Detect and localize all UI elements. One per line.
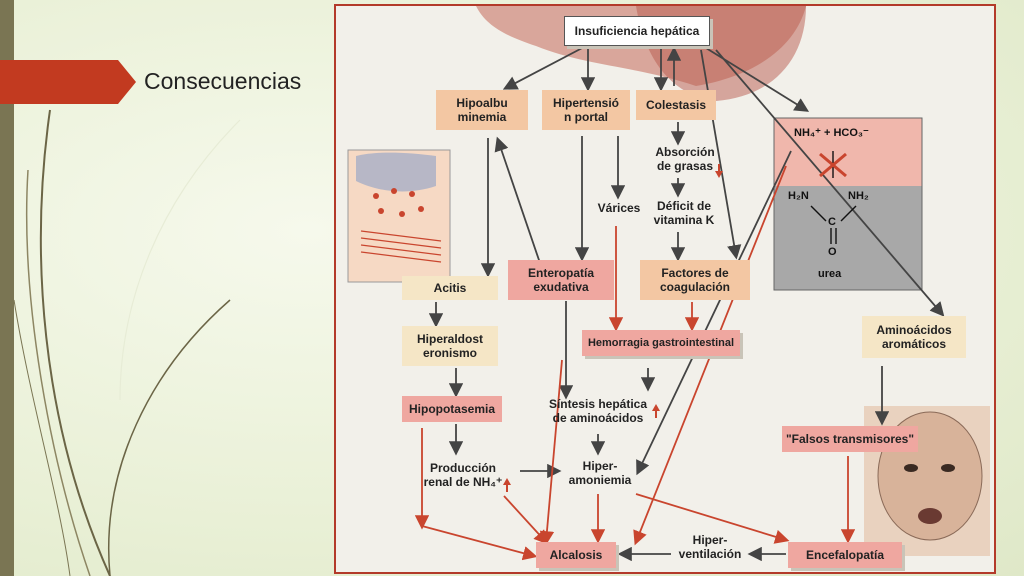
node-deficit-vitamina-k: Déficit de vitamina K bbox=[642, 196, 726, 230]
node-alcalosis: Alcalosis bbox=[536, 542, 616, 568]
node-label: Producción bbox=[429, 461, 496, 475]
node-colestasis: Colestasis bbox=[636, 90, 716, 120]
node-label: eronismo bbox=[422, 346, 477, 360]
node-label: de aminoácidos bbox=[552, 411, 644, 425]
diagram-frame: Insuficiencia hepática Hipoalbu minemia … bbox=[334, 4, 996, 574]
node-produccion-renal-nh4: Producción renal de NH₄⁺ bbox=[422, 456, 504, 494]
urea-carbon: C bbox=[828, 216, 836, 228]
node-label: Síntesis hepática bbox=[548, 397, 648, 411]
node-label: exudativa bbox=[533, 280, 589, 294]
node-sintesis-aminoacidos: Síntesis hepática de aminoácidos bbox=[542, 392, 654, 430]
left-accent-strip bbox=[0, 0, 14, 576]
node-label: Hiperaldost bbox=[416, 332, 483, 346]
node-label: de grasas bbox=[656, 159, 714, 173]
node-label: Hiper- bbox=[692, 533, 728, 547]
urea-h2n: H₂N bbox=[788, 190, 809, 202]
node-hipertension-portal: Hipertensió n portal bbox=[542, 90, 630, 130]
node-aminoacidos-aromaticos: Aminoácidos aromáticos bbox=[862, 316, 966, 358]
urea-nh2: NH₂ bbox=[848, 190, 869, 202]
cross-mark bbox=[819, 152, 847, 178]
node-label: vitamina K bbox=[653, 213, 715, 227]
increase-indicators bbox=[503, 404, 660, 492]
node-label: Absorción bbox=[655, 145, 715, 159]
node-label: Hipertensió bbox=[552, 96, 619, 110]
node-label: n portal bbox=[564, 110, 608, 124]
urea-reactants: NH₄⁺ + HCO₃⁻ bbox=[794, 127, 869, 139]
node-hipoalbuminemia: Hipoalbu minemia bbox=[436, 90, 528, 130]
page-title: Consecuencias bbox=[144, 68, 302, 94]
node-hiperaldosteronismo: Hiperaldost eronismo bbox=[402, 326, 498, 366]
node-label: Hipoalbu bbox=[456, 96, 508, 110]
node-absorcion-grasas: Absorción de grasas bbox=[640, 142, 730, 176]
node-label: Déficit de bbox=[656, 199, 711, 213]
node-label: coagulación bbox=[659, 280, 730, 294]
node-label: amoniemia bbox=[568, 473, 632, 487]
node-label: aromáticos bbox=[881, 337, 947, 351]
node-hipopotasemia: Hipopotasemia bbox=[402, 396, 502, 422]
node-label: Factores de bbox=[661, 266, 729, 280]
node-label: Enteropatía bbox=[527, 266, 594, 280]
node-label: ventilación bbox=[678, 547, 742, 561]
node-encefalopatia: Encefalopatía bbox=[788, 542, 902, 568]
urea-oxygen: O bbox=[828, 246, 837, 258]
title-banner-shape bbox=[0, 60, 136, 104]
decorative-curves bbox=[13, 109, 241, 576]
node-hemorragia-gastrointestinal: Hemorragia gastrointestinal bbox=[582, 330, 740, 356]
node-hiperventilacion: Hiper- ventilación bbox=[672, 528, 748, 566]
node-factores-coagulacion: Factores de coagulación bbox=[640, 260, 750, 300]
node-label: renal de NH₄⁺ bbox=[423, 475, 503, 489]
node-acitis: Acitis bbox=[402, 276, 498, 300]
urea-label: urea bbox=[818, 268, 842, 280]
node-varices: Várices bbox=[597, 201, 641, 215]
node-insuficiencia-hepatica: Insuficiencia hepática bbox=[564, 16, 710, 46]
node-label: minemia bbox=[457, 110, 507, 124]
node-falsos-transmisores: "Falsos transmisores" bbox=[782, 426, 918, 452]
node-hiperamoniemia: Hiper- amoniemia bbox=[562, 454, 638, 492]
node-label: Hiper- bbox=[582, 459, 618, 473]
node-label: Aminoácidos bbox=[876, 323, 952, 337]
node-enteropatia-exudativa: Enteropatía exudativa bbox=[508, 260, 614, 300]
